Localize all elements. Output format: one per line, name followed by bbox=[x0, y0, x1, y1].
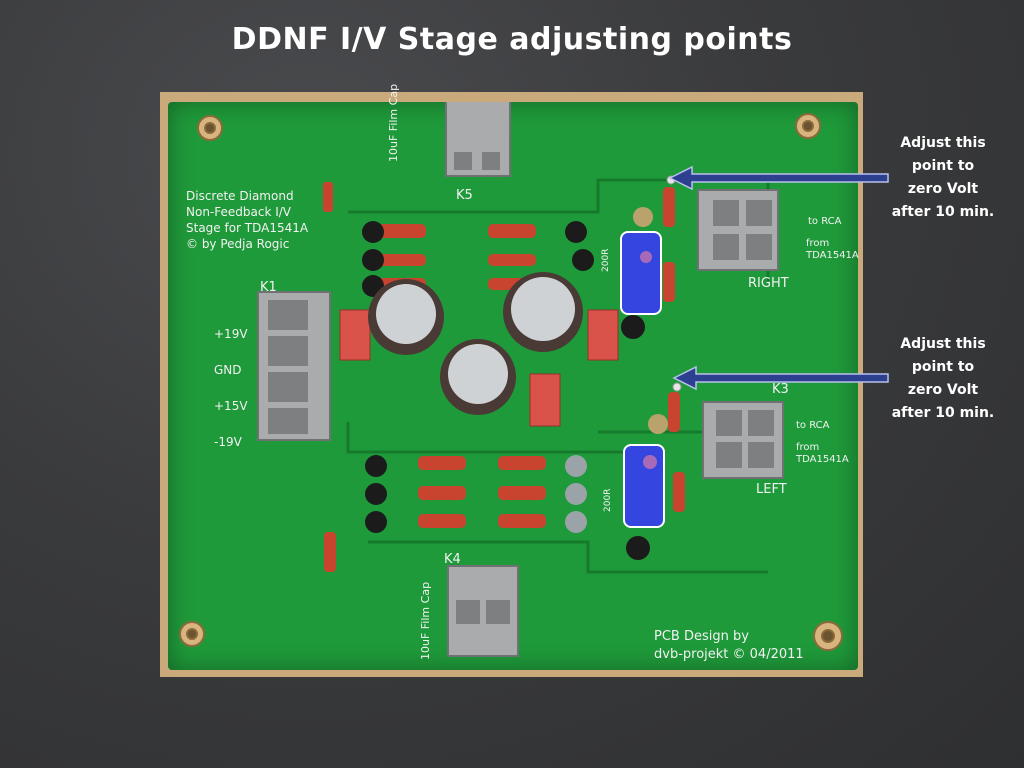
desc-line: Stage for TDA1541A bbox=[186, 221, 309, 235]
film-cap-bottom-label: 10uF Film Cap bbox=[419, 581, 432, 660]
k5-label: K5 bbox=[456, 188, 473, 203]
right-from-word: from bbox=[806, 238, 830, 249]
pcb-credit-line-1: PCB Design by bbox=[654, 629, 749, 644]
left-source: TDA1541A bbox=[796, 454, 849, 465]
right-to-rca: to RCA bbox=[808, 216, 842, 227]
annotation-line: point to bbox=[911, 359, 975, 375]
trimmer-right bbox=[620, 231, 662, 315]
pcb-board: Discrete Diamond Non-Feedback I/V Stage … bbox=[168, 84, 859, 670]
desc-line: Non-Feedback I/V bbox=[186, 205, 292, 219]
pin-label: GND bbox=[214, 363, 242, 377]
pin-label: +15V bbox=[214, 399, 248, 413]
right-source: TDA1541A bbox=[806, 250, 859, 261]
annotation-line: zero Volt bbox=[907, 181, 979, 197]
annotation-line: after 10 min. bbox=[891, 204, 995, 220]
left-to-rca: to RCA bbox=[796, 420, 830, 431]
film-cap-top-label: 10uF Film Cap bbox=[387, 83, 400, 162]
right-from: from TDA1541A bbox=[806, 238, 859, 262]
pin-label: -19V bbox=[214, 435, 242, 449]
board-description: Discrete Diamond Non-Feedback I/V Stage … bbox=[186, 188, 308, 252]
trimmer-left bbox=[623, 444, 665, 528]
k1-label: K1 bbox=[260, 280, 277, 295]
pcb-credit-line-2: dvb-projekt © 04/2011 bbox=[654, 647, 804, 662]
k1-pin-labels: +19V GND +15V -19V bbox=[214, 316, 248, 460]
annotation-line: Adjust this bbox=[900, 135, 986, 151]
left-from-word: from bbox=[796, 442, 820, 453]
slide-title: DDNF I/V Stage adjusting points bbox=[231, 22, 793, 57]
annotation-right: Adjust this point to zero Volt after 10 … bbox=[883, 132, 1003, 224]
desc-line: Discrete Diamond bbox=[186, 189, 294, 203]
arrow-right-channel bbox=[668, 165, 889, 191]
trimmer-value-left: 200R bbox=[603, 488, 613, 512]
k3-label: K3 bbox=[772, 382, 789, 397]
annotation-line: point to bbox=[911, 158, 975, 174]
pcb-credit: PCB Design by dvb-projekt © 04/2011 bbox=[654, 628, 804, 664]
trimmer-value-right: 200R bbox=[601, 248, 611, 272]
right-channel-label: RIGHT bbox=[748, 276, 789, 291]
annotation-line: Adjust this bbox=[900, 336, 986, 352]
annotation-line: after 10 min. bbox=[891, 405, 995, 421]
left-from: from TDA1541A bbox=[796, 442, 849, 466]
k4-label: K4 bbox=[444, 552, 461, 567]
pcb-photo: Discrete Diamond Non-Feedback I/V Stage … bbox=[160, 84, 863, 677]
arrow-left-channel bbox=[672, 365, 889, 391]
test-point-left bbox=[672, 382, 682, 392]
annotation-line: zero Volt bbox=[907, 382, 979, 398]
pcb-artwork bbox=[179, 102, 843, 657]
annotation-left: Adjust this point to zero Volt after 10 … bbox=[883, 333, 1003, 425]
left-channel-label: LEFT bbox=[756, 482, 787, 497]
pin-label: +19V bbox=[214, 327, 248, 341]
desc-line: © by Pedja Rogic bbox=[186, 237, 290, 251]
